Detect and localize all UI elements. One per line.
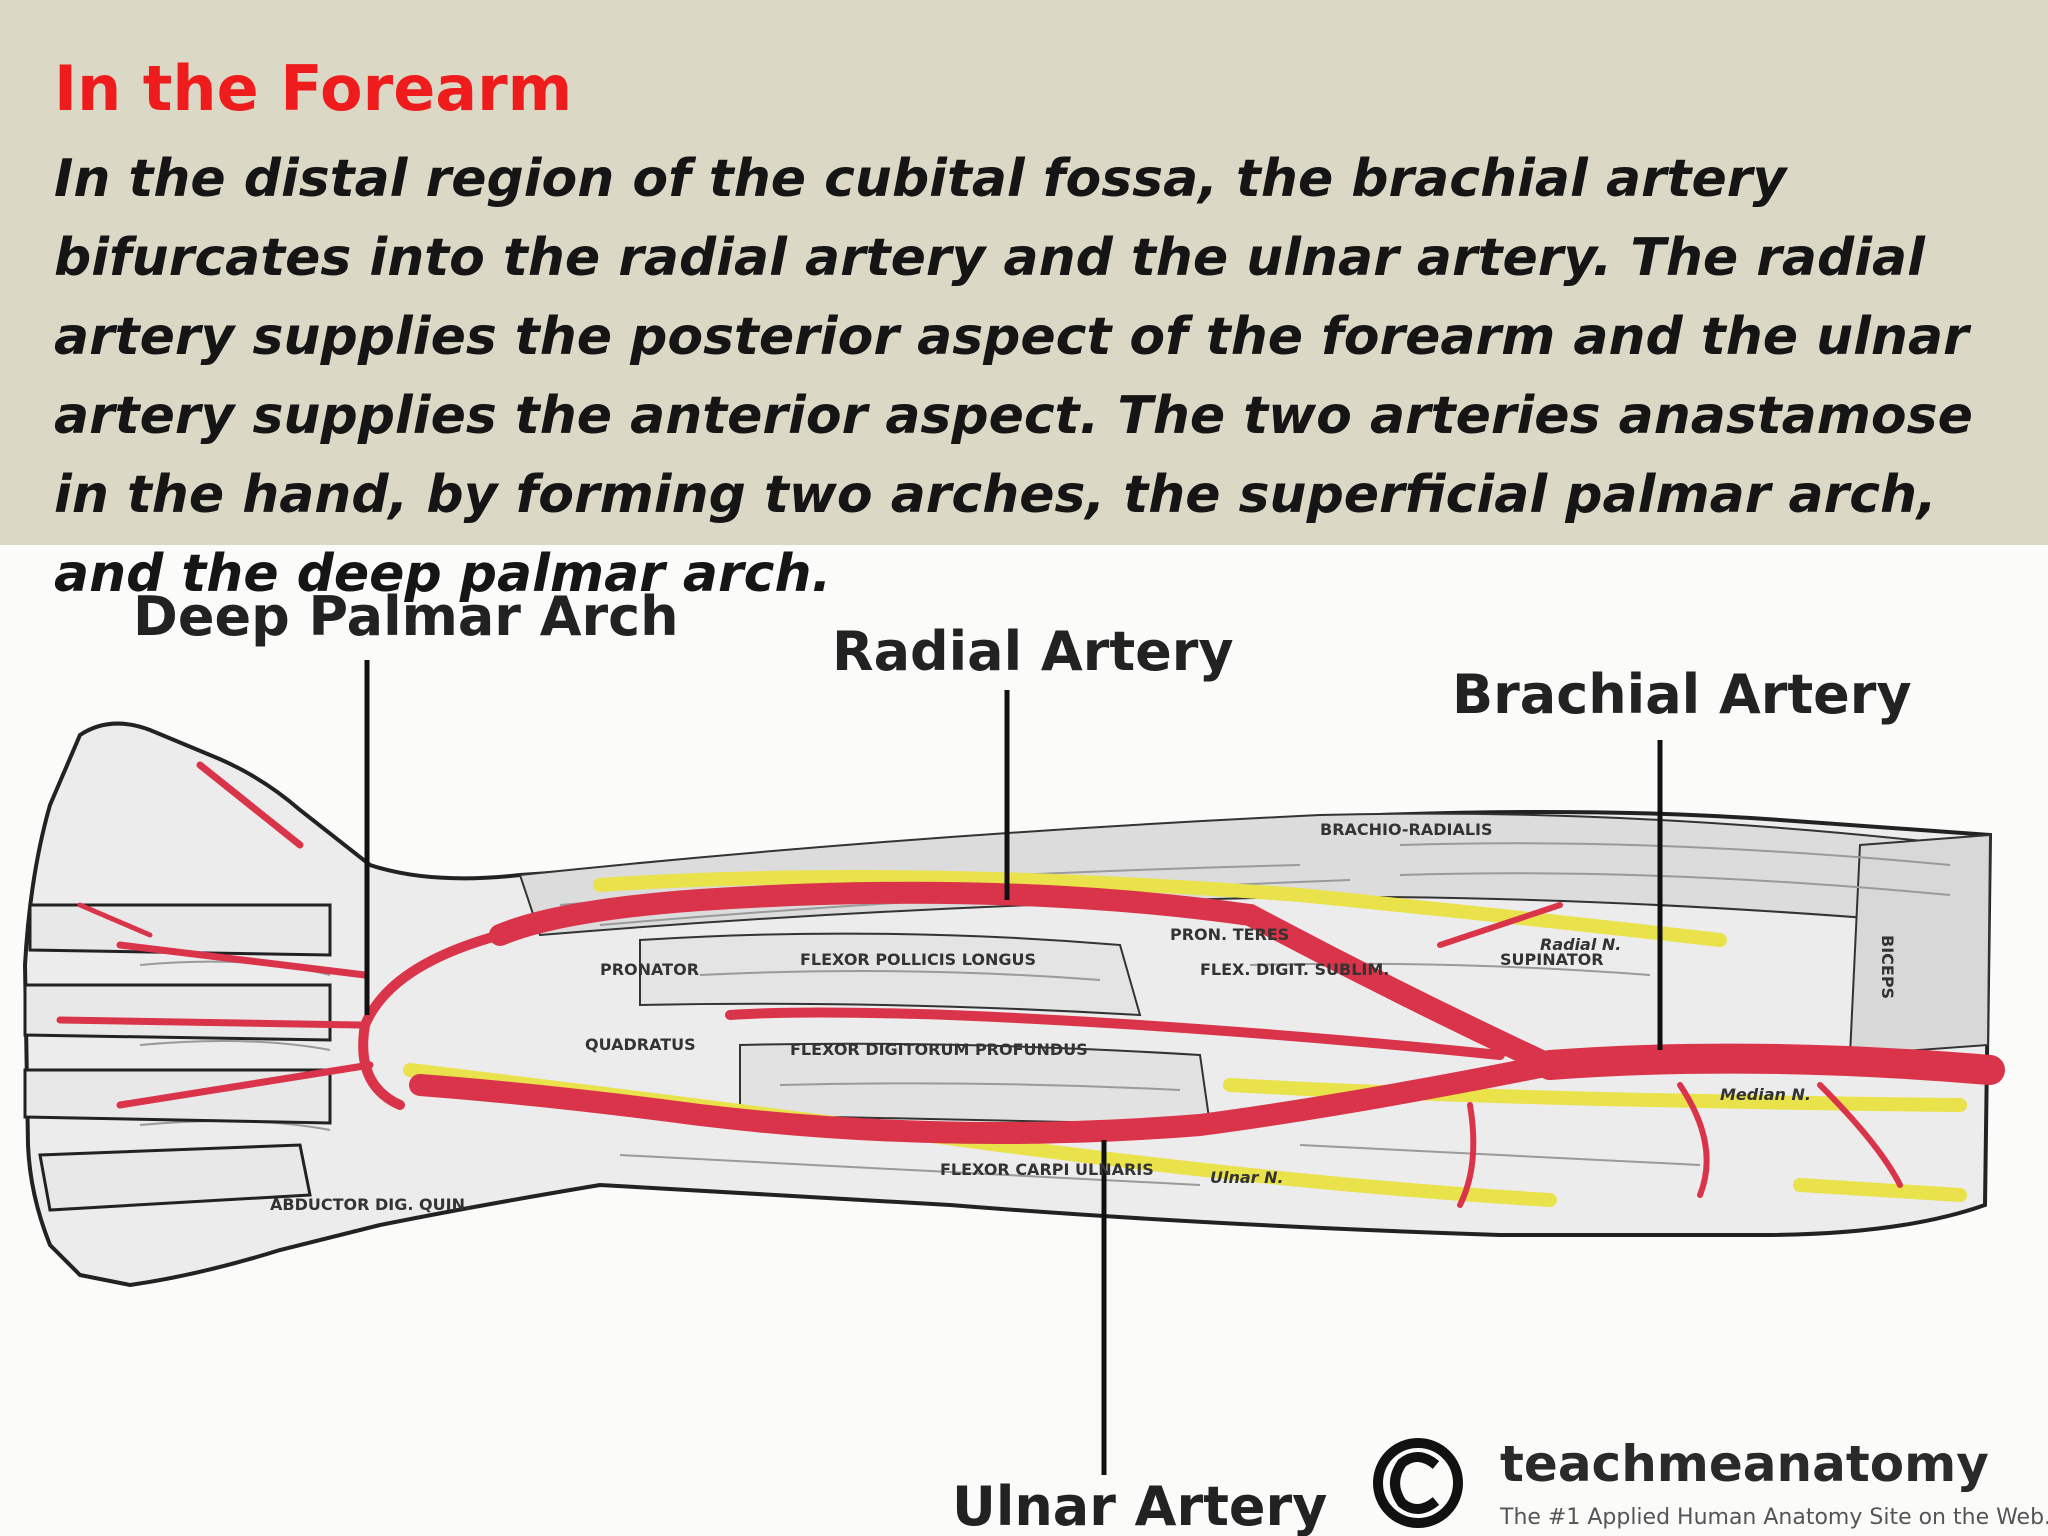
label-brachioradialis: BRACHIO-RADIALIS — [1320, 820, 1493, 839]
arteries — [56, 761, 2005, 1208]
header-panel: In the Forearm In the distal region of t… — [0, 0, 2048, 604]
forearm-artery-diagram: BRACHIO-RADIALIS FLEXOR POLLICIS LONGUS … — [22, 660, 2005, 1528]
median-nerve — [1223, 1078, 1967, 1112]
label-flexor-digitorum-profundus: FLEXOR DIGITORUM PROFUNDUS — [790, 1040, 1088, 1059]
label-flex-digit-sublim: FLEX. DIGIT. SUBLIM. — [1200, 960, 1389, 979]
flexor-pollicis-muscle — [639, 932, 1142, 1017]
label-brachial-artery: Brachial Artery — [1452, 663, 1912, 726]
label-biceps: BICEPS — [1878, 935, 1897, 999]
label-ulnar-artery: Ulnar Artery — [952, 1475, 1328, 1536]
label-supinator: SUPINATOR — [1500, 950, 1604, 969]
ulnar-artery — [409, 1054, 1561, 1144]
radial-artery — [489, 881, 1561, 1076]
deep-palmar-arch — [358, 930, 505, 1110]
label-deep-palmar-arch: Deep Palmar Arch — [133, 585, 679, 648]
slide-description: In the distal region of the cubital foss… — [54, 149, 1973, 604]
label-quadratus: QUADRATUS — [585, 1035, 696, 1054]
brand-name: teachmeanatomy — [1500, 1435, 1989, 1493]
brand-tagline: The #1 Applied Human Anatomy Site on the… — [1500, 1505, 2048, 1530]
label-pronator: PRONATOR — [600, 960, 699, 979]
superficial-radial-nerve — [593, 870, 1307, 902]
label-pron-teres: PRON. TERES — [1170, 925, 1289, 944]
anterior-interosseous-artery — [725, 1007, 1505, 1060]
biceps-muscle — [1848, 833, 1992, 1057]
label-abductor-dig-quin: ABDUCTOR DIG. QUIN. — [270, 1195, 471, 1214]
label-flexor-pollicis-longus: FLEXOR POLLICIS LONGUS — [800, 950, 1036, 969]
copyright-icon — [1373, 1438, 1463, 1528]
label-flexor-carpi-ulnaris: FLEXOR CARPI ULNARIS — [940, 1160, 1154, 1179]
brachial-artery — [1535, 1043, 2005, 1085]
label-radial-artery: Radial Artery — [832, 620, 1234, 683]
label-median-nerve: Median N. — [1720, 1085, 1811, 1104]
slide-title: In the Forearm — [54, 52, 573, 125]
label-radial-nerve: Radial N. — [1540, 935, 1621, 954]
leader-lines — [364, 660, 1663, 1475]
label-ulnar-nerve: Ulnar N. — [1210, 1168, 1284, 1187]
